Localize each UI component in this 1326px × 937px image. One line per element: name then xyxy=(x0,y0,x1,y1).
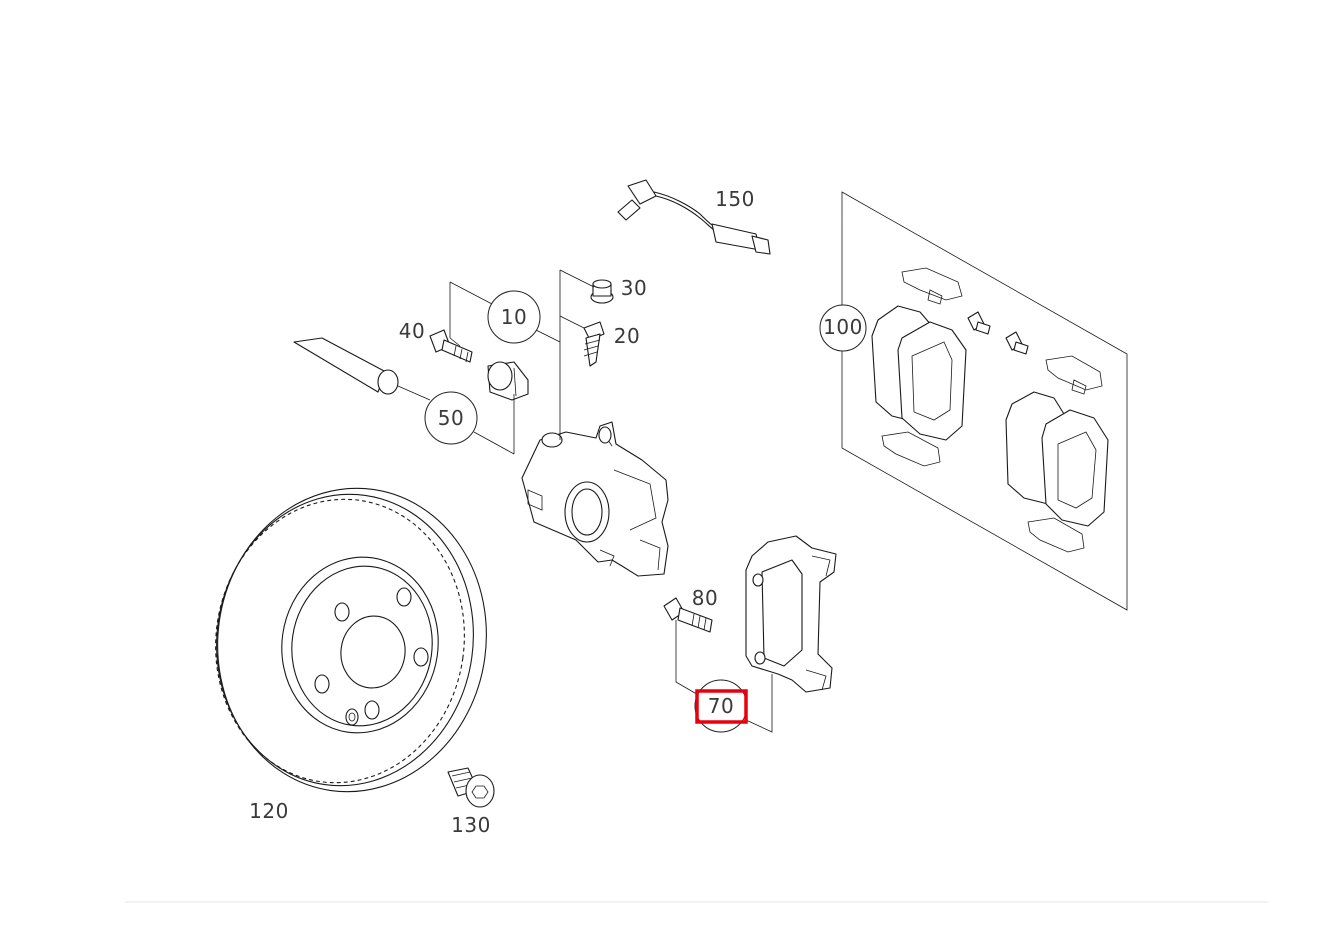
countersunk-screw-part[interactable] xyxy=(447,767,495,808)
callout-10-leaders xyxy=(397,269,595,455)
callout-100[interactable]: 100 xyxy=(819,304,867,352)
guide-sleeve-part[interactable] xyxy=(487,361,529,401)
caliper-bolt-part[interactable] xyxy=(429,329,473,363)
callout-50[interactable]: 50 xyxy=(424,391,478,445)
guide-pin-cap-part[interactable] xyxy=(590,279,614,304)
guide-bolt-part[interactable] xyxy=(583,321,605,367)
grease-tube-part[interactable] xyxy=(293,337,399,395)
brake-pad-set-part[interactable] xyxy=(871,267,1109,553)
bracket-bolt-part[interactable] xyxy=(663,597,713,697)
callout-40-label[interactable]: 40 xyxy=(399,319,425,343)
callout-70-label: 70 xyxy=(708,694,734,718)
wear-sensor-part[interactable] xyxy=(617,179,771,255)
brake-pad-kit-panel xyxy=(841,191,1128,611)
callout-30-label[interactable]: 30 xyxy=(621,276,647,300)
callout-120-label[interactable]: 120 xyxy=(249,799,289,823)
callout-80-label[interactable]: 80 xyxy=(692,586,718,610)
brake-caliper-part[interactable] xyxy=(521,421,669,577)
callout-70[interactable]: 70 xyxy=(694,679,748,733)
callout-20-label[interactable]: 20 xyxy=(614,324,640,348)
callout-100-label: 100 xyxy=(823,315,863,339)
brake-disc-part[interactable] xyxy=(197,471,505,809)
callout-70-highlight xyxy=(695,689,748,724)
callout-10-label: 10 xyxy=(501,305,527,329)
callout-150-label[interactable]: 150 xyxy=(715,187,755,211)
callout-130-label[interactable]: 130 xyxy=(451,813,491,837)
callout-10[interactable]: 10 xyxy=(487,290,541,344)
callout-50-label: 50 xyxy=(438,406,464,430)
caliper-carrier-part[interactable] xyxy=(745,535,837,733)
